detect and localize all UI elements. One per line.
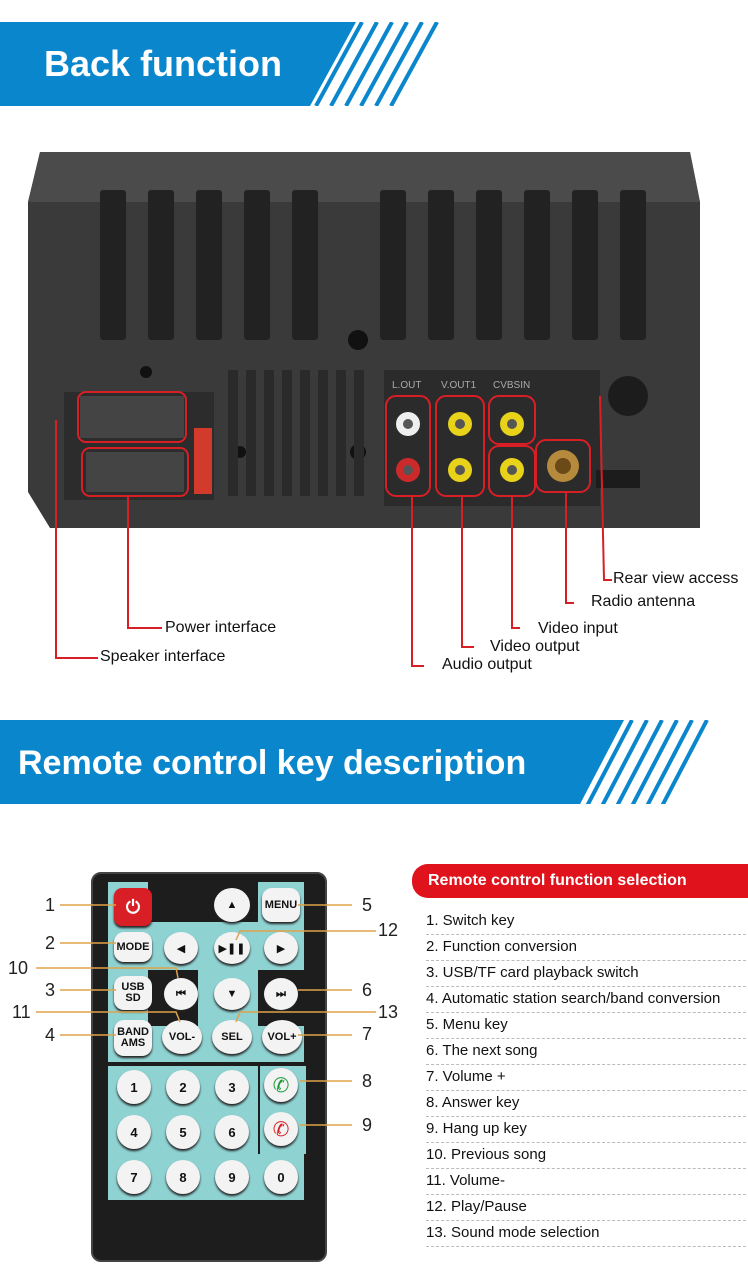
down-key[interactable]: ▼ xyxy=(214,978,250,1010)
list-item: 13. Sound mode selection xyxy=(426,1220,746,1247)
power-key[interactable]: ⏻ xyxy=(114,888,152,926)
callout-10: 10 xyxy=(8,958,29,978)
mode-key[interactable]: MODE xyxy=(114,932,152,962)
previous-key[interactable]: ⏮ xyxy=(164,978,198,1010)
label-radio-antenna: Radio antenna xyxy=(591,593,696,610)
list-item: 6. The next song xyxy=(426,1038,746,1065)
rca-panel xyxy=(384,370,600,506)
right-key[interactable]: ▶ xyxy=(264,932,298,964)
sel-key[interactable]: SEL xyxy=(212,1020,252,1054)
play-pause-key[interactable]: ▶❚❚ xyxy=(214,932,250,964)
digit-key-0[interactable]: 0 xyxy=(264,1160,298,1194)
sd-label: SD xyxy=(125,992,141,1004)
digit-key-1[interactable]: 1 xyxy=(117,1070,151,1104)
band-ams-key[interactable]: BAND AMS xyxy=(114,1020,152,1056)
digit-key-5[interactable]: 5 xyxy=(166,1115,200,1149)
list-item: 8. Answer key xyxy=(426,1090,746,1117)
callout-12: 12 xyxy=(378,920,399,940)
digit-key-6[interactable]: 6 xyxy=(215,1115,249,1149)
label-audio-output: Audio output xyxy=(442,656,532,673)
list-item: 10. Previous song xyxy=(426,1142,746,1169)
up-key[interactable]: ▲ xyxy=(214,888,250,922)
callout-3: 3 xyxy=(45,980,56,1000)
remote-banner: Remote control key description xyxy=(0,720,720,804)
next-key[interactable]: ⏭ xyxy=(264,978,298,1010)
list-item: 4. Automatic station search/band convers… xyxy=(426,986,746,1013)
hang-up-key[interactable]: ✆ xyxy=(264,1112,298,1146)
usb-label: USB xyxy=(121,981,145,993)
usb-sd-key[interactable]: USB SD xyxy=(114,976,152,1010)
label-power-interface: Power interface xyxy=(165,619,277,636)
callout-5: 5 xyxy=(362,895,373,915)
list-item: 12. Play/Pause xyxy=(426,1194,746,1221)
answer-key[interactable]: ✆ xyxy=(264,1068,298,1102)
list-item: 9. Hang up key xyxy=(426,1116,746,1143)
back-function-title: Back function xyxy=(44,43,283,84)
ams-label: AMS xyxy=(120,1037,146,1049)
callout-8: 8 xyxy=(362,1071,373,1091)
back-function-banner: Back function xyxy=(0,22,450,106)
device-back-diagram: L.OUT V.OUT1 CVBSIN xyxy=(28,152,700,667)
callout-7: 7 xyxy=(362,1024,373,1044)
vol-plus-key[interactable]: VOL+ xyxy=(262,1020,302,1054)
list-item: 3. USB/TF card playback switch xyxy=(426,960,746,987)
remote-callout-lines xyxy=(36,904,376,1126)
list-item: 7. Volume + xyxy=(426,1064,746,1091)
vol-minus-key[interactable]: VOL- xyxy=(162,1020,202,1054)
callout-4: 4 xyxy=(45,1025,56,1045)
left-key[interactable]: ◀ xyxy=(164,932,198,964)
digit-key-7[interactable]: 7 xyxy=(117,1160,151,1194)
digit-key-9[interactable]: 9 xyxy=(215,1160,249,1194)
selection-header-text: Remote control function selection xyxy=(428,872,687,889)
callout-13: 13 xyxy=(378,1002,399,1022)
remote-title: Remote control key description xyxy=(18,744,527,782)
digit-key-3[interactable]: 3 xyxy=(215,1070,249,1104)
callout-2: 2 xyxy=(45,933,56,953)
callout-6: 6 xyxy=(362,980,373,1000)
banner-background xyxy=(0,22,439,106)
digit-key-4[interactable]: 4 xyxy=(117,1115,151,1149)
fuse xyxy=(194,428,212,494)
label-rear-view-access: Rear view access xyxy=(613,570,739,587)
list-item: 1. Switch key xyxy=(426,908,746,935)
callout-1: 1 xyxy=(45,895,56,915)
list-item: 11. Volume- xyxy=(426,1168,746,1195)
jack-label-cvbsin: CVBSIN xyxy=(493,380,530,391)
label-speaker-interface: Speaker interface xyxy=(100,648,226,665)
digit-key-2[interactable]: 2 xyxy=(166,1070,200,1104)
digit-key-8[interactable]: 8 xyxy=(166,1160,200,1194)
remote-banner-background xyxy=(0,720,709,804)
jack-label-lout: L.OUT xyxy=(392,380,421,391)
list-item: 5. Menu key xyxy=(426,1012,746,1039)
label-video-output: Video output xyxy=(490,638,580,655)
list-item: 2. Function conversion xyxy=(426,934,746,961)
callout-11: 11 xyxy=(12,1002,31,1022)
band-label: BAND xyxy=(117,1026,149,1038)
menu-key[interactable]: MENU xyxy=(262,888,300,922)
selection-header xyxy=(412,864,748,898)
label-video-input: Video input xyxy=(538,620,618,637)
callout-9: 9 xyxy=(362,1115,373,1135)
jack-label-vout: V.OUT1 xyxy=(441,380,477,391)
